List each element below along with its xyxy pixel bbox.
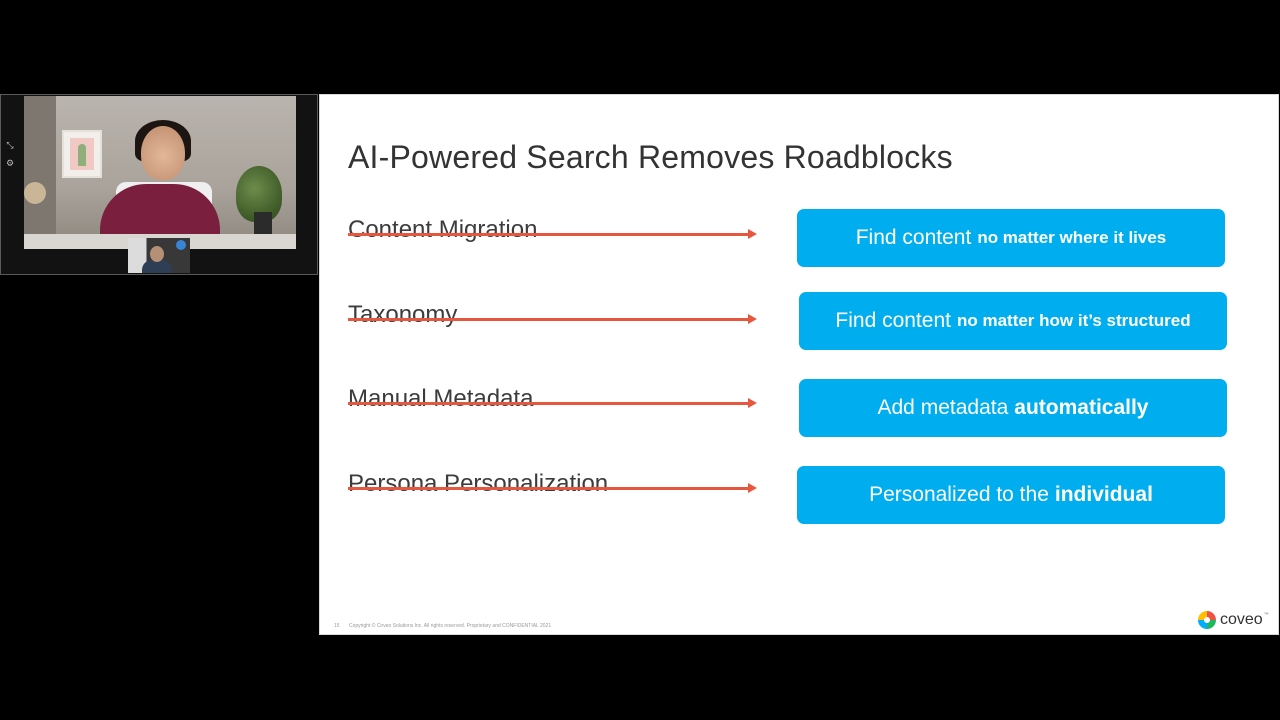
- speaker-head: [141, 126, 185, 180]
- solution-emphasis: no matter how it’s structured: [956, 311, 1191, 330]
- solution-text: Find content: [835, 309, 951, 332]
- slide-footer: 15 Copyright © Coveo Solutions Inc. All …: [334, 623, 551, 629]
- solution-emphasis: no matter where it lives: [977, 228, 1167, 247]
- strikethrough-arrow: [348, 233, 750, 236]
- settings-icon[interactable]: ⚙: [5, 159, 15, 169]
- roadblock-label: Manual Metadata: [348, 385, 534, 412]
- strikethrough-arrow: [348, 487, 750, 490]
- wall-shadow: [24, 96, 56, 249]
- logo-text: coveo: [1220, 611, 1263, 628]
- participant-thumbnail-video[interactable]: [128, 238, 190, 273]
- solution-pill: Personalized to the individual: [797, 466, 1225, 524]
- arrow-head-icon: [748, 314, 757, 324]
- roadblock-label: Persona Personalization: [348, 470, 609, 497]
- speaker-video-feed[interactable]: [24, 96, 296, 249]
- plant-pot: [254, 212, 272, 238]
- layout-icon[interactable]: ⤡: [6, 141, 14, 151]
- globe-decor: [24, 182, 46, 204]
- logo-trademark: ™: [1263, 612, 1269, 618]
- solution-text: Personalized to the: [869, 483, 1049, 506]
- roadblock-row: Persona Personalization: [320, 460, 1280, 520]
- coveo-logo-icon: [1198, 611, 1216, 629]
- slide-title: AI-Powered Search Removes Roadblocks: [348, 139, 953, 175]
- slide-page-number: 15: [334, 623, 340, 629]
- arrow-head-icon: [748, 398, 757, 408]
- roadblock-label: Content Migration: [348, 216, 538, 243]
- video-controls: ⤡ ⚙: [3, 139, 19, 175]
- solution-emphasis: automatically: [1014, 396, 1149, 419]
- strikethrough-arrow: [348, 318, 750, 321]
- solution-text: Find content: [855, 226, 972, 249]
- strikethrough-arrow: [348, 402, 750, 405]
- roadblock-row: Manual Metadata: [320, 375, 1280, 435]
- solution-emphasis: individual: [1054, 483, 1153, 506]
- roadblock-row: Content Migration: [320, 206, 1280, 266]
- arrow-head-icon: [748, 229, 757, 239]
- copyright-text: Copyright © Coveo Solutions Inc. All rig…: [348, 623, 552, 629]
- presentation-slide: AI-Powered Search Removes Roadblocks Con…: [319, 94, 1279, 635]
- roadblock-row: Taxonomy: [320, 291, 1280, 351]
- video-panel: ⤡ ⚙: [0, 94, 318, 275]
- solution-pill: Add metadata automatically: [799, 379, 1227, 437]
- roadblock-label: Taxonomy: [348, 301, 458, 328]
- wall-picture-frame: [62, 130, 102, 178]
- solution-pill: Find content no matter how it’s structur…: [799, 292, 1227, 350]
- coveo-logo: coveo ™: [1198, 609, 1269, 631]
- solution-pill: Find content no matter where it lives: [797, 209, 1225, 267]
- solution-text: Add metadata: [877, 396, 1009, 419]
- arrow-head-icon: [748, 483, 757, 493]
